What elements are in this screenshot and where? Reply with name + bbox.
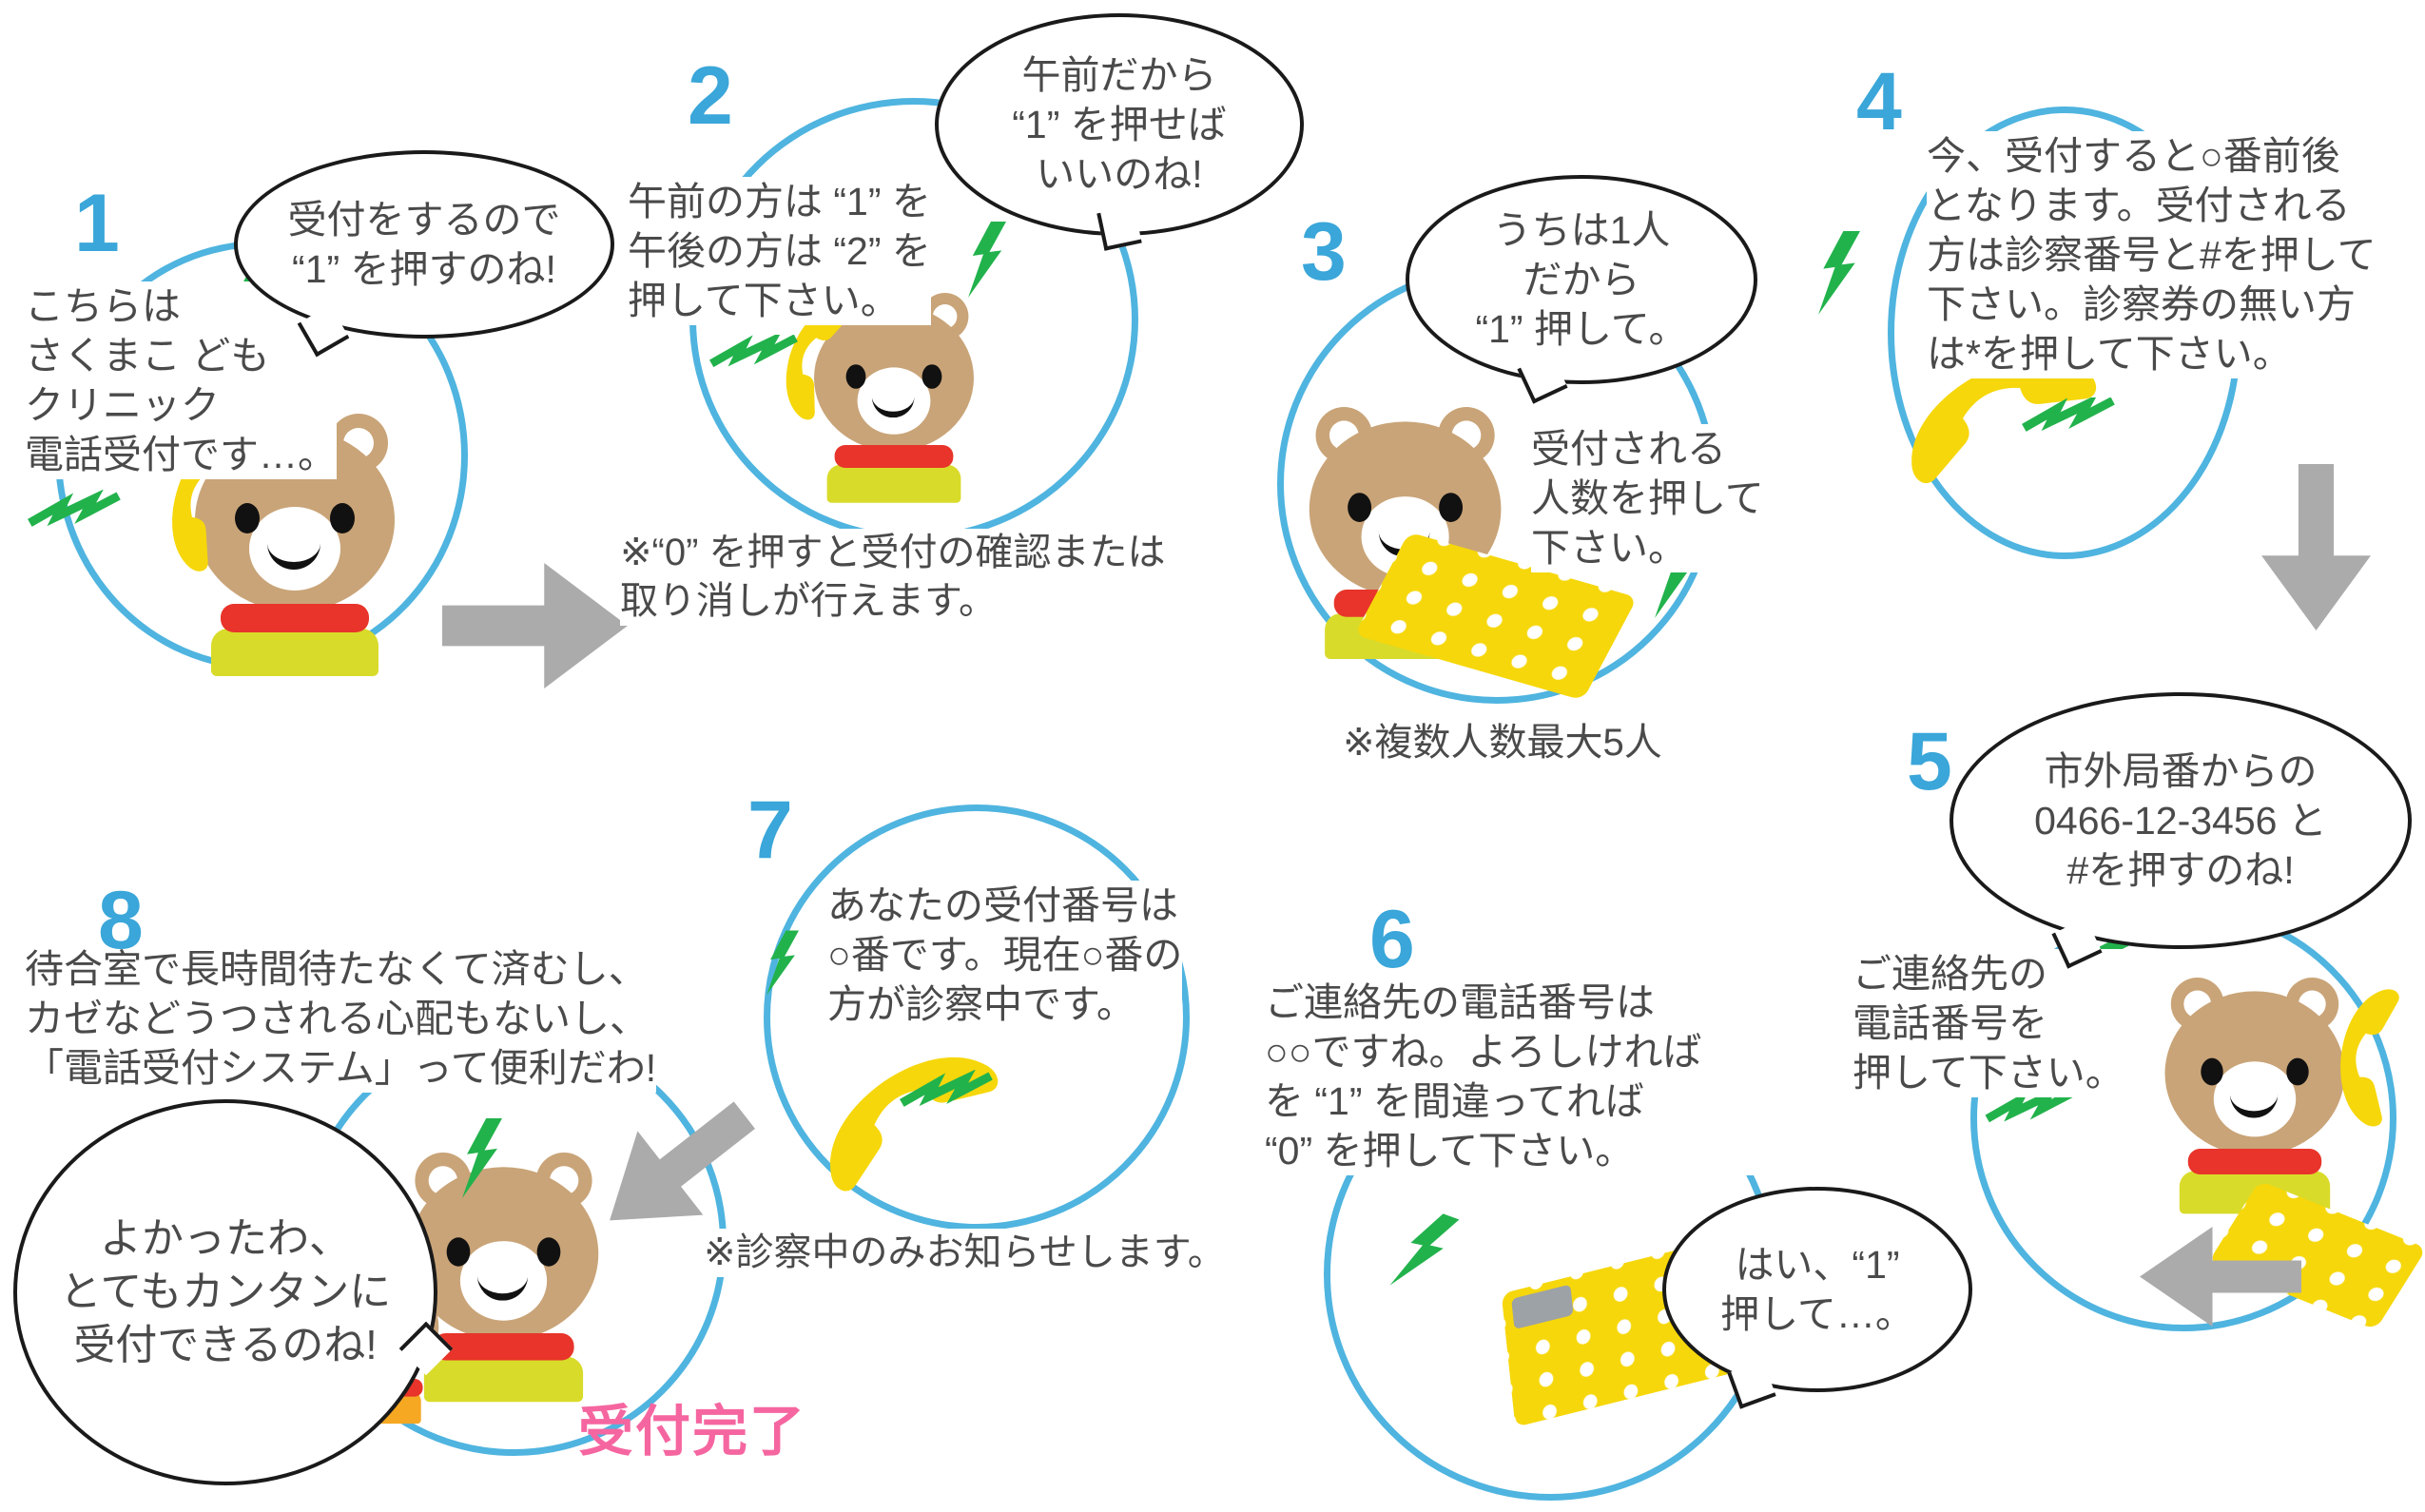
speech-bubble-8-text: よかったわ、 とてもカンタンに 受付できるのね!: [59, 1215, 392, 1368]
speech-bubble-3: うちは1人 だから “1” 押して。: [1406, 175, 1757, 404]
step-2-caption: 午前の方は “1” を 午後の方は “2” を 押して下さい。: [628, 177, 931, 326]
phone-handset-icon: [1911, 358, 2097, 484]
speech-bubble-5-text: 市外局番からの 0466-12-3456 と #を押すのね!: [2034, 748, 2327, 893]
step-number-4: 4: [1856, 56, 1902, 147]
gray-arrow-right-icon: [442, 563, 628, 688]
speech-bubble-3-text: うちは1人 だから “1” 押して。: [1475, 207, 1688, 352]
green-lightning-icon: [462, 1118, 502, 1198]
step-circle-7: [764, 804, 1190, 1231]
completion-label: 受付完了: [578, 1401, 807, 1463]
green-zigzag-icon: [900, 1070, 993, 1107]
step-number-8: 8: [98, 875, 144, 966]
speech-bubble-6-text: はい、“1” 押して…。: [1720, 1242, 1914, 1336]
speech-bubble-1-text: 受付をするので “1” を押すのね!: [287, 197, 561, 291]
step-7-note: ※診察中のみお知らせします。: [704, 1229, 1226, 1277]
speech-bubble-5: 市外局番からの 0466-12-3456 と #を押すのね!: [1950, 692, 2412, 969]
green-zigzag-icon: [2022, 397, 2115, 432]
step-3-caption: 受付される 人数を押して 下さい。: [1531, 424, 1764, 573]
green-lightning-icon: [1389, 1213, 1460, 1286]
gray-arrow-diagonal-icon: [577, 1073, 778, 1262]
step-number-7: 7: [747, 785, 793, 876]
phone-handset-icon: [2340, 989, 2399, 1127]
step-number-1: 1: [74, 178, 120, 269]
bear-illustration: [810, 293, 978, 503]
step-number-2: 2: [688, 50, 733, 142]
step-number-5: 5: [1907, 716, 1952, 807]
step-number-6: 6: [1369, 894, 1415, 985]
speech-bubble-2: 午前だから “1” を押せば いいのね!: [935, 13, 1304, 251]
step-3-note: ※複数人数最大5人: [1343, 719, 1662, 767]
green-zigzag-icon: [1985, 1090, 2075, 1123]
speech-bubble-8: よかったわ、 とてもカンタンに 受付できるのね!: [13, 1099, 454, 1485]
step-7-caption: あなたの受付番号は ○番です。現在○番の 方が診察中です。: [827, 881, 1183, 1030]
step-6-caption: ご連絡先の電話番号は ○○ですね。よろしければ を “1” を間違ってれば “0…: [1265, 978, 1797, 1176]
bubble-tail: [1096, 205, 1142, 251]
step-8-caption: 待合室で長時間待たなくて済むし、 カゼなどうつされる心配もないし、 「電話受付シ…: [25, 944, 657, 1094]
gray-arrow-left-icon: [2140, 1227, 2301, 1327]
step-1-caption: こちらは さくまこ ども クリニック 電話受付です…。: [25, 281, 337, 480]
green-lightning-icon: [1818, 231, 1860, 315]
step-number-3: 3: [1301, 206, 1347, 298]
phone-handset-icon: [786, 303, 852, 420]
bear-illustration: [404, 1153, 603, 1403]
speech-bubble-1: 受付をするので “1” を押すのね!: [234, 150, 614, 358]
green-lightning-icon: [766, 930, 799, 996]
speech-bubble-6: はい、“1” 押して…。: [1662, 1187, 1972, 1409]
green-lightning-icon: [968, 222, 1006, 298]
speech-bubble-2-text: 午前だから “1” を押せば いいのね!: [1012, 52, 1227, 197]
gray-arrow-down-icon: [2261, 464, 2371, 630]
step-5-caption: ご連絡先の 電話番号を 押して下さい。: [1853, 949, 2124, 1098]
step-2-note: ※“0” を押すと受付の確認または 取り消しが行えます。: [620, 529, 1166, 626]
green-lightning-icon: [1655, 534, 1697, 618]
step-4-caption: 今、受付すると○番前後 となります。受付される 方は診察番号と#を押して 下さい…: [1927, 131, 2425, 379]
green-zigzag-icon: [28, 490, 121, 527]
green-zigzag-icon: [709, 335, 798, 368]
